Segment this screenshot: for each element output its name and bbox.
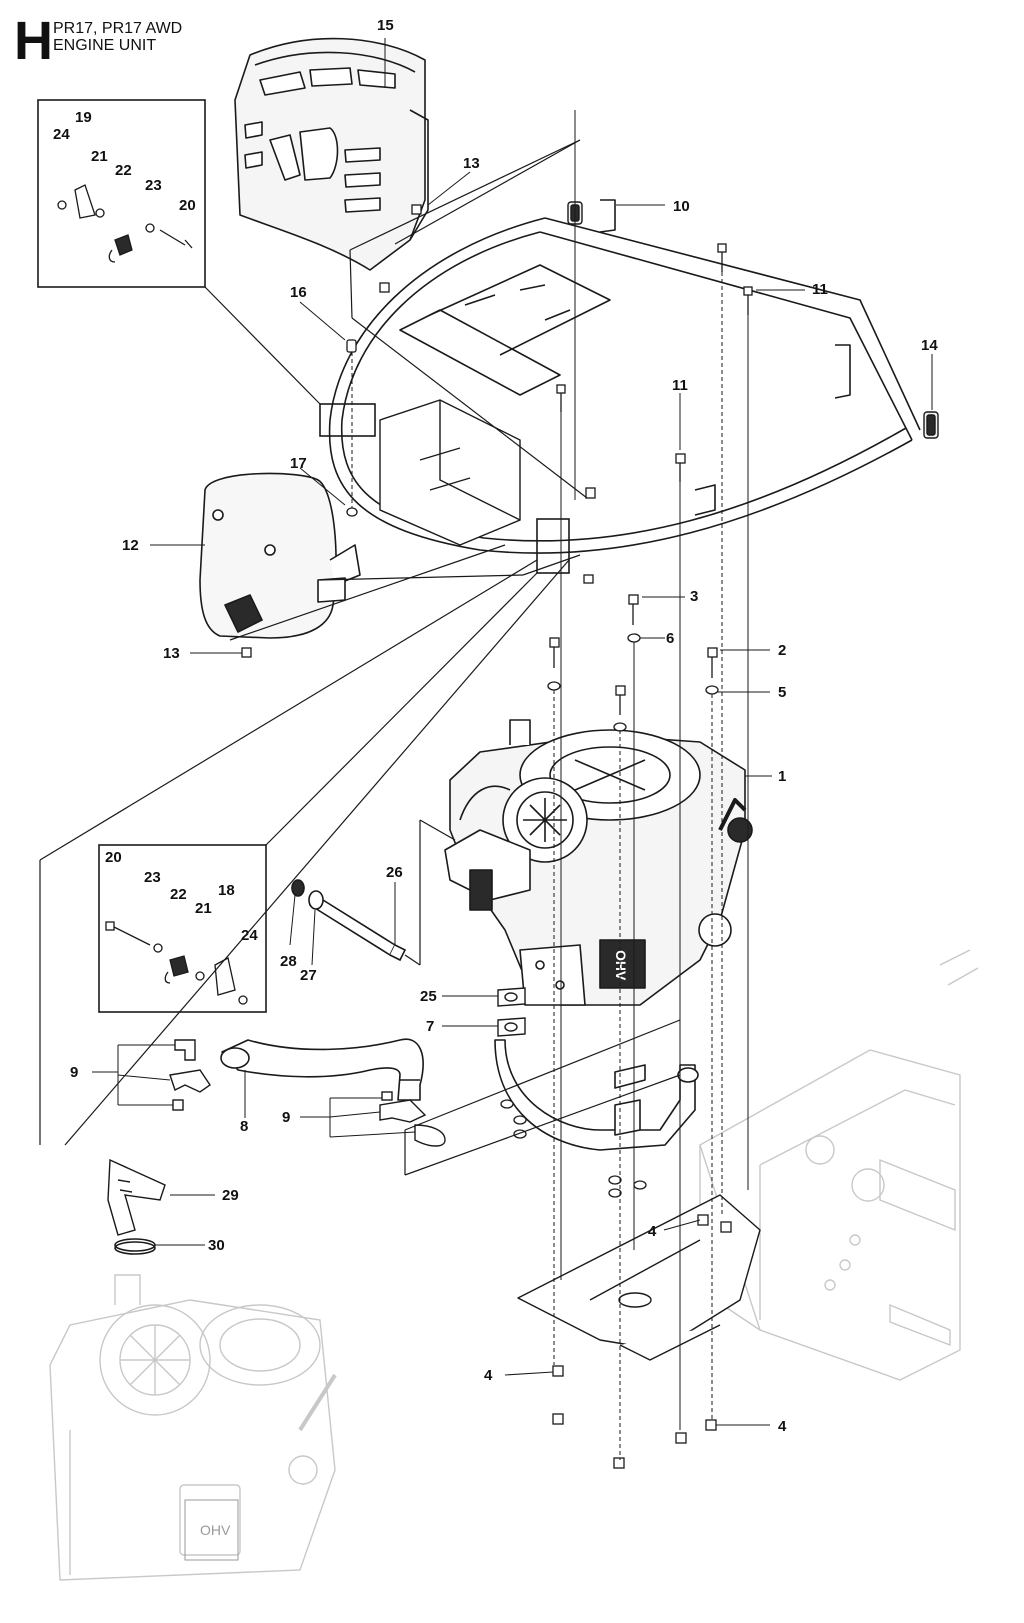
- detail-box-top: [37, 99, 206, 288]
- callout-18: 18: [218, 882, 235, 899]
- muffler: [199, 472, 361, 639]
- callout-11-right: 11: [812, 281, 828, 298]
- callout-4-upper: 4: [648, 1223, 657, 1240]
- ghost-engine: [49, 1274, 337, 1581]
- gasket-25: [497, 987, 526, 1007]
- callout-4-left: 4: [484, 1367, 493, 1384]
- callout-14: 14: [921, 337, 938, 354]
- mounting-plate: [517, 1194, 761, 1361]
- callout-30: 30: [208, 1237, 225, 1254]
- callout-20-top: 20: [179, 197, 196, 214]
- callout-1: 1: [778, 768, 786, 785]
- callout-21-mid: 21: [195, 900, 212, 917]
- callout-9-left: 9: [70, 1064, 78, 1081]
- callout-27: 27: [300, 967, 317, 984]
- callout-2: 2: [778, 642, 786, 659]
- callout-13-top: 13: [463, 155, 480, 172]
- detail-box-mid: [98, 844, 267, 1013]
- engine-badge: OHV: [613, 950, 629, 981]
- front-cover: [234, 37, 429, 271]
- callout-3: 3: [690, 588, 698, 605]
- detail-box-mid-parts: [105, 921, 248, 1005]
- grommet-side: [923, 411, 939, 439]
- hose-clamp: [114, 1238, 156, 1255]
- clamp-right: [379, 1091, 446, 1147]
- callout-29: 29: [222, 1187, 239, 1204]
- heat-shield-bracket: [379, 399, 521, 546]
- callout-4-right: 4: [778, 1418, 787, 1435]
- callout-7: 7: [426, 1018, 434, 1035]
- detail-box-top-parts: [57, 184, 193, 263]
- callout-24-top: 24: [53, 126, 70, 143]
- callout-26: 26: [386, 864, 403, 881]
- unit-title: ENGINE UNIT: [53, 37, 157, 54]
- callout-21-top: 21: [91, 148, 108, 165]
- callout-labels: 15 13 16 17 12 13 10 11 14 11 3 6 2 5 1 …: [53, 17, 938, 1435]
- callout-17: 17: [290, 455, 307, 472]
- svg-text:OHV: OHV: [200, 1522, 231, 1538]
- callout-23-mid: 23: [144, 869, 161, 886]
- callout-6: 6: [666, 630, 674, 647]
- callout-23-top: 23: [145, 177, 162, 194]
- callout-12: 12: [122, 537, 139, 554]
- model-title: PR17, PR17 AWD: [53, 20, 183, 37]
- section-letter: H: [14, 11, 53, 71]
- connector-lines: [39, 139, 681, 1176]
- callout-28: 28: [280, 953, 297, 970]
- callout-24-mid: 24: [241, 927, 258, 944]
- ghost-engine-solid: OHV: [184, 1499, 239, 1561]
- gasket-7: [497, 1017, 526, 1037]
- callout-19: 19: [75, 109, 92, 126]
- callout-13-bottom: 13: [163, 645, 180, 662]
- callout-22-top: 22: [115, 162, 132, 179]
- callout-15: 15: [377, 17, 394, 34]
- callout-16: 16: [290, 284, 307, 301]
- callout-9-right: 9: [282, 1109, 290, 1126]
- engine: OHV: [444, 719, 753, 1006]
- small-highlight-box-2: [536, 518, 570, 574]
- clamp-left: [169, 1039, 211, 1111]
- callout-25: 25: [420, 988, 437, 1005]
- air-intake: [107, 1158, 166, 1236]
- leader-lines: [92, 38, 933, 1426]
- callout-22-mid: 22: [170, 886, 187, 903]
- assembly-lines: [351, 110, 749, 1460]
- small-highlight-box-1: [319, 403, 376, 437]
- callout-11-mid: 11: [672, 377, 688, 394]
- callout-8: 8: [240, 1118, 248, 1135]
- exhaust-pipe: [220, 1038, 424, 1101]
- ghost-tractor-frame: [699, 949, 979, 1381]
- dipstick-tube: [291, 879, 407, 962]
- callout-10: 10: [673, 198, 690, 215]
- callout-20-mid: 20: [105, 849, 122, 866]
- callout-5: 5: [778, 684, 786, 701]
